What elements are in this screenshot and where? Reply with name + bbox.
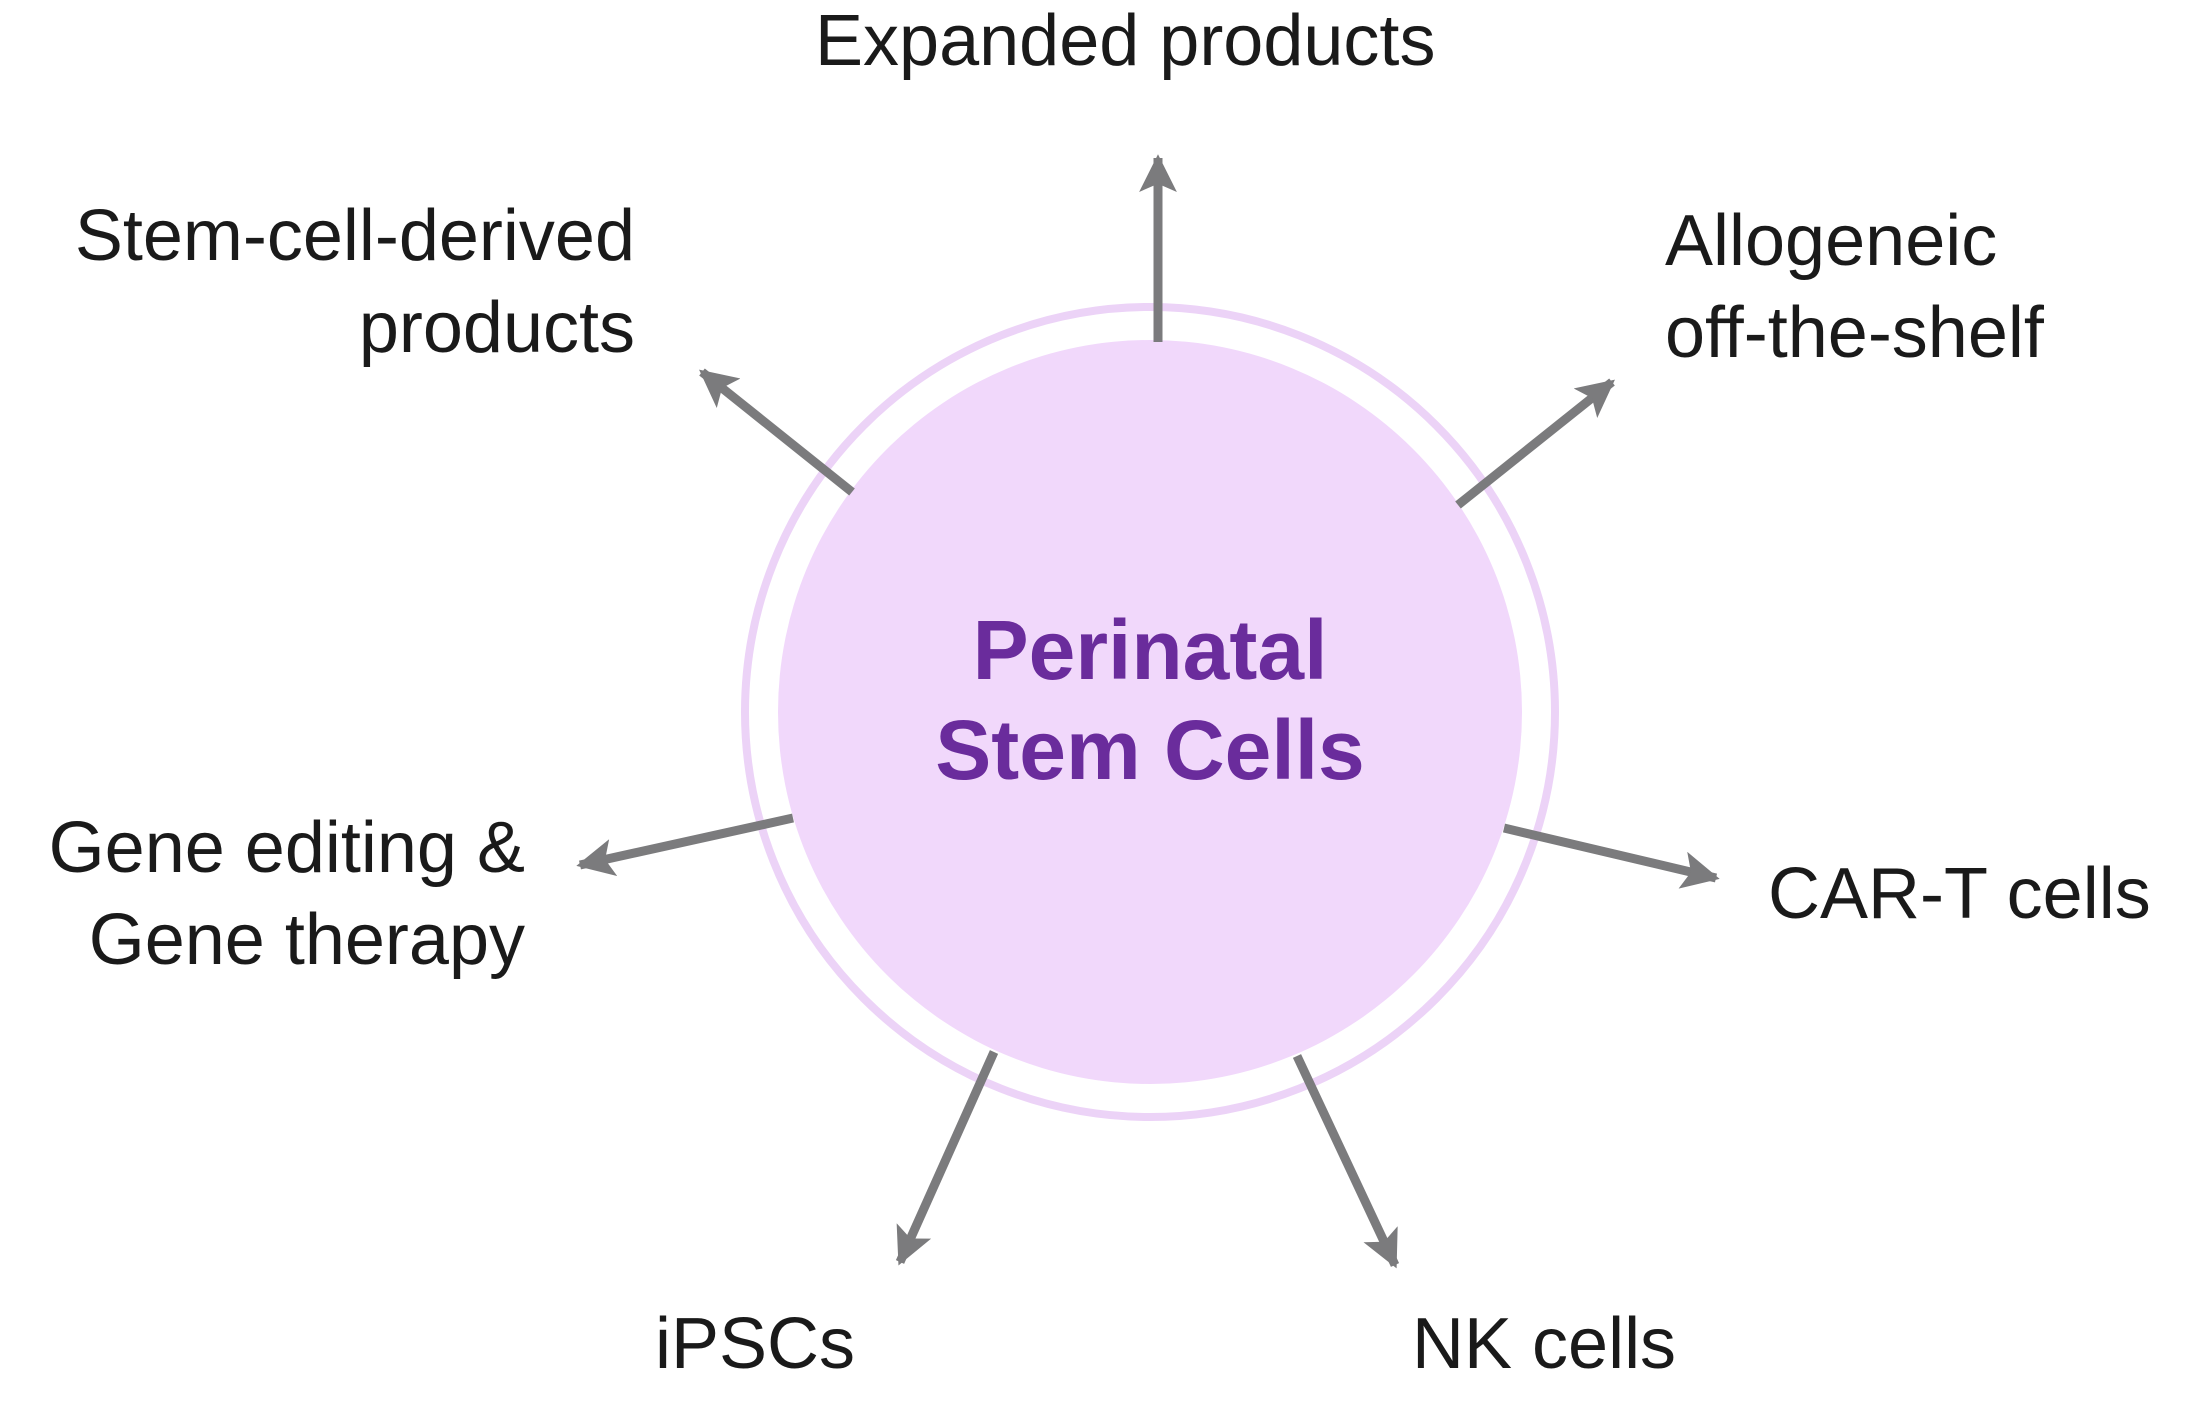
center-label-line1: Perinatal [972,603,1328,697]
label-car-t-cells: CAR-T cells [1768,854,2151,934]
label-nk-cells: NK cells [1412,1304,1677,1384]
perinatal-stem-cells-circle [778,340,1522,1084]
label-ipscs: iPSCs [655,1304,856,1384]
center-label: Perinatal Stem Cells [750,600,1550,800]
label-gene-editing-gene-therapy: Gene editing & Gene therapy [48,808,525,980]
label-allogeneic-off-the-shelf: Allogeneic off-the-shelf [1665,201,2044,373]
center-label-line2: Stem Cells [935,703,1365,797]
label-expanded-products: Expanded products [815,1,1436,81]
arrow-stem-cell-derived-products [699,368,855,496]
arrow-allogeneic-off-the-shelf [1455,378,1615,509]
label-stem-cell-derived-products: Stem-cell-derived products [74,196,635,368]
arrow-gene-editing-gene-therapy [576,813,794,877]
outer-ring [741,303,1559,1121]
arrow-nk-cells [1292,1054,1400,1269]
arrow-ipscs [895,1050,999,1266]
arrow-car-t-cells [1502,823,1720,889]
